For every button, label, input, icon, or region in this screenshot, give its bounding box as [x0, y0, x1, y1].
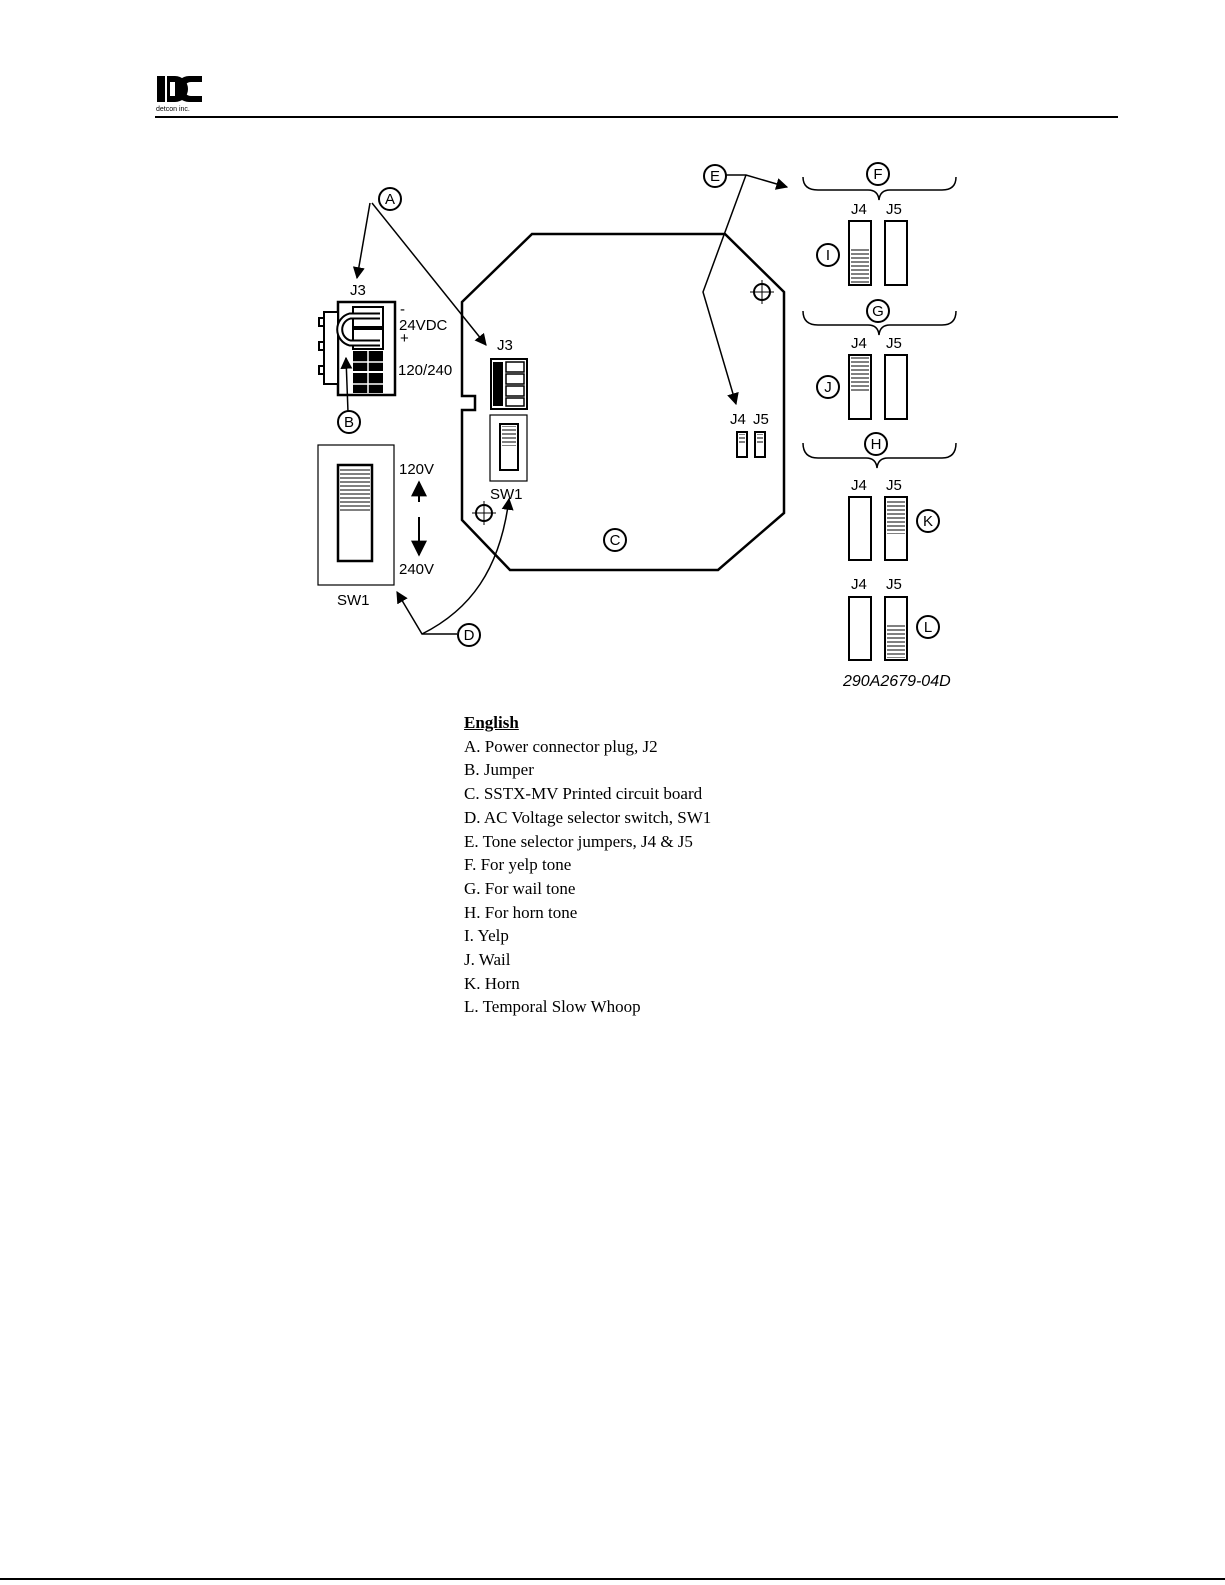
whoop-jumper-pins	[848, 596, 908, 661]
legend-item-b: B. Jumper	[464, 760, 534, 780]
horn-j4-label: J4	[851, 477, 867, 494]
horn-j5-label: J5	[886, 477, 902, 494]
catalog-number: 290A2679-04D	[842, 673, 951, 690]
board-j3-connector	[490, 358, 528, 410]
svg-text:A: A	[385, 191, 395, 208]
header-rule	[155, 116, 1118, 118]
dc-plus-label: +	[400, 330, 409, 347]
sw1-240v-label: 240V	[399, 561, 434, 578]
yelp-jumper-pins	[848, 220, 908, 286]
wail-j5-label: J5	[886, 335, 902, 352]
board-j4-j5-jumpers	[736, 431, 766, 458]
legend-item-j: J. Wail	[464, 950, 511, 970]
svg-text:L: L	[924, 619, 932, 636]
callout-k: K	[916, 509, 940, 533]
callout-e: E	[703, 164, 727, 188]
board-j5-label: J5	[753, 411, 769, 428]
legend-item-c: C. SSTX-MV Printed circuit board	[464, 784, 703, 804]
callout-i: I	[816, 243, 840, 267]
svg-text:E: E	[710, 168, 720, 185]
sw1-detail	[317, 444, 395, 586]
callout-f: F	[866, 162, 890, 186]
logo-caption: detcon inc.	[156, 106, 190, 113]
legend-item-g: G. For wail tone	[464, 878, 576, 898]
legend-title: English	[464, 713, 519, 732]
mounting-hole-bottom-left	[472, 501, 496, 525]
detcon-logo: detcon inc.	[155, 74, 205, 119]
legend-item-d: D. AC Voltage selector switch, SW1	[464, 807, 712, 827]
power-j3-label: J3	[350, 282, 366, 299]
svg-text:C: C	[610, 532, 621, 549]
dc-voltage-label: 24VDC	[399, 317, 448, 334]
yelp-j5-label: J5	[886, 201, 902, 218]
board-j3-label: J3	[497, 337, 513, 354]
mounting-hole-top-right	[750, 280, 774, 304]
svg-text:D: D	[464, 627, 475, 644]
whoop-j4-label: J4	[851, 576, 867, 593]
legend-item-e: E. Tone selector jumpers, J4 & J5	[464, 831, 693, 851]
svg-text:G: G	[872, 303, 884, 320]
legend: English A. Power connector plug, J2 B. J…	[464, 711, 711, 1019]
svg-text:H: H	[871, 436, 882, 453]
svg-text:F: F	[873, 166, 882, 183]
whoop-j5-label: J5	[886, 576, 902, 593]
brace-f	[802, 176, 957, 201]
footer-rule	[0, 1578, 1225, 1580]
dc-minus-label: -	[400, 301, 405, 318]
brace-h	[802, 442, 957, 469]
wail-jumper-pins	[848, 354, 908, 420]
board-sw1-switch	[489, 414, 528, 482]
horn-jumper-pins	[848, 496, 908, 561]
callout-j: J	[816, 375, 840, 399]
callout-c: C	[603, 528, 627, 552]
callout-g: G	[866, 299, 890, 323]
board-j4-label: J4	[730, 411, 746, 428]
wiring-diagram: J3 SW1 J4 J5 J3 - 24VDC + 120/240 12	[317, 162, 957, 690]
legend-item-a: A. Power connector plug, J2	[464, 736, 658, 756]
svg-text:B: B	[344, 414, 354, 431]
legend-item-l: L. Temporal Slow Whoop	[464, 997, 641, 1017]
board-sw1-label: SW1	[490, 486, 523, 503]
sw1-120v-label: 120V	[399, 461, 434, 478]
callout-h: H	[864, 432, 888, 456]
svg-text:K: K	[923, 513, 933, 530]
svg-text:J: J	[824, 379, 832, 396]
callout-d: D	[457, 623, 481, 647]
yelp-j4-label: J4	[851, 201, 867, 218]
legend-item-f: F. For yelp tone	[464, 855, 572, 875]
legend-item-k: K. Horn	[464, 973, 520, 993]
callout-leaders	[340, 174, 789, 635]
ac-voltage-label: 120/240	[398, 362, 452, 379]
svg-text:I: I	[826, 247, 830, 264]
brace-g	[802, 310, 957, 336]
callout-b: B	[337, 410, 361, 434]
pcb-outline	[460, 232, 786, 572]
legend-item-h: H. For horn tone	[464, 902, 578, 922]
wail-j4-label: J4	[851, 335, 867, 352]
callout-l: L	[916, 615, 940, 639]
callout-a: A	[378, 187, 402, 211]
legend-item-i: I. Yelp	[464, 926, 509, 946]
sw1-detail-label: SW1	[337, 592, 370, 609]
